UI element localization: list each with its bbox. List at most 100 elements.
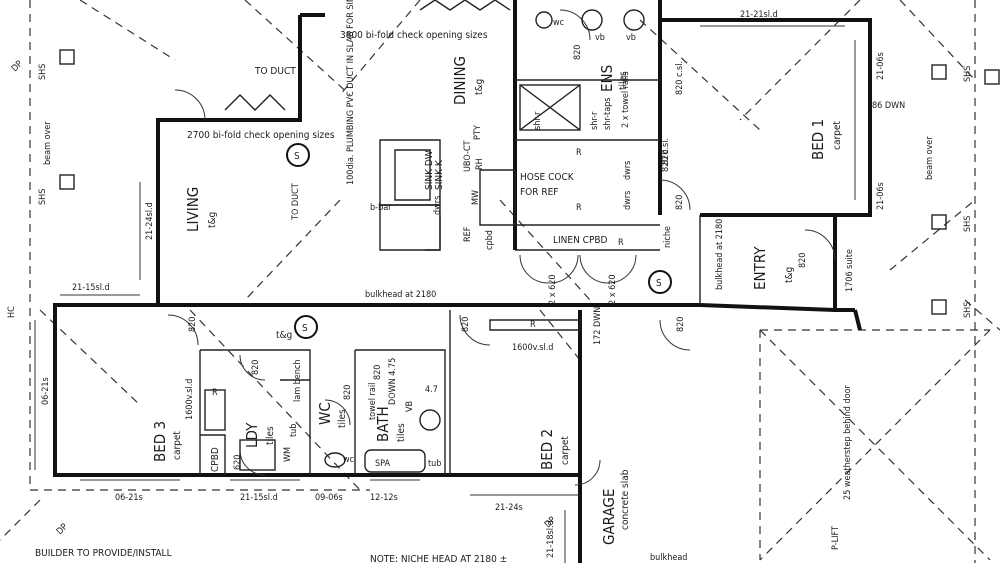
shs-label-2: SHS [38,189,48,205]
washing-machine: WM [283,447,293,462]
notes: 3800 bi-fold check opening sizes 2700 bi… [35,0,575,563]
hose-cock-2: FOR REF [520,187,558,198]
robe-rail-5: R [618,238,624,248]
beam-over-left: beam over [43,121,53,165]
linen-cupboard: LINEN CPBD [553,235,608,246]
shs-label-5: SHS [963,302,973,318]
mw-label: MW [471,190,481,205]
dwrs-label-2: dwrs [623,161,633,180]
cavity-slider-2: 820 c.sl. [661,138,671,172]
window-living: 21-24sl.d [145,202,155,240]
room-ens: ENS [598,65,616,92]
wc-ens: wc [553,18,564,28]
weatherstep-label: 25 weatherstep behind door [843,384,853,500]
room-bed2-floor: carpet [560,436,571,465]
room-bed1-floor: carpet [832,121,843,150]
dwrs-label-3: dwrs [623,191,633,210]
shower-rail-2: shr-r [590,111,600,130]
room-labels: LIVING t&g DINING t&g BED 1 carpet ENS t… [151,56,843,545]
switchboard-symbols [286,143,672,339]
door-swings [167,9,836,486]
door-2x620-2: 2 x 620 [608,274,618,305]
door-820-9: 820 [661,150,671,165]
s-symbol-3: S [656,278,662,289]
shs-label-3: SHS [963,66,973,82]
cpbd-small-label: cpbd [485,230,495,250]
step-down-2: 172 DWN [593,307,603,345]
shs-posts [59,49,1000,315]
cpbd-label: CPBD [210,447,221,472]
robe-rail-4: R [576,203,582,213]
fixture-labels: LINEN CPBD CPBD SINK DW SINK K dwrs dwrs… [210,18,905,563]
bifold-doors [224,0,511,111]
builder-note: BUILDER TO PROVIDE/INSTALL [35,548,172,559]
room-entry: ENTRY [751,246,769,290]
pty-label: PTY [473,125,483,140]
bulkhead-garage: bulkhead [650,553,687,563]
room-garage-floor: concrete slab [620,469,631,530]
door-820-5: 820 [573,45,583,60]
beam-over-right: beam over [925,136,935,180]
wc-bath: wc [343,455,354,465]
room-bath-floor: tiles [396,423,407,442]
room-bed3: BED 3 [151,421,169,462]
downpipe-1: DP [10,59,25,74]
room-ldy: LDY [243,422,261,448]
robe-rail-3: R [576,148,582,158]
ubo-ct-label: UBO-CT [463,140,473,172]
suite-label: 1706 suite [845,249,855,292]
door-820-4: 820 [675,195,685,210]
window-bed2: 21-24s [495,503,523,513]
cavity-slider-1: 820 c.sl. [675,61,685,95]
window-bed2-robe: 1600v.sl.d [512,343,553,353]
room-entry-floor: t&g [784,267,795,283]
robe-rail-1: R [530,320,536,330]
hose-cock-site: HC [7,306,17,318]
bulkhead-hall: bulkhead at 2180 [365,290,436,300]
door-820-6: 820 [251,360,261,375]
door-820-3: 820 [676,317,686,332]
window-bed3-side: 06-21s [41,377,51,405]
room-ldy-floor: tiles [265,426,276,445]
tub-label: tub [428,459,441,469]
door-2x620-1: 2 x 620 [548,274,558,305]
p-lift-label: P-LIFT [831,526,841,550]
window-bed3-robe: 1600v.sl.d [185,379,195,420]
niche-head-note: NOTE: NICHE HEAD AT 2180 ± [370,554,507,563]
bath-down: DOWN 4.75 [388,358,398,405]
breakfast-bar: b-bar [370,203,392,213]
towel-rails-ens: 2 x towel rails [621,71,631,128]
door-820-10: 820 [373,365,383,380]
door-620: 620 [233,455,243,470]
ref-label: REF [463,226,473,242]
door-labels: 820 820 820 820 820 820 820 820 820 820 … [188,45,808,470]
towel-rail-bath: towel rail [368,383,378,420]
bifold-top-note: 3800 bi-fold check opening sizes [340,30,488,41]
vanity-1: vb [595,33,605,43]
step-down-1: 86 DWN [872,101,905,111]
plumbing-note: 100dia. PLUMBING PVC DUCT IN SLAB FOR SI… [346,0,356,185]
robe-rail-2: R [212,388,218,398]
rh-label: RH [475,158,485,170]
window-hall: 21-15sl.d [72,283,110,293]
room-wc-floor: tiles [337,409,348,428]
sink-dw-label: SINK DW [424,150,435,190]
bifold-left-note: 2700 bi-fold check opening sizes [187,130,335,141]
site-labels: SHS SHS SHS SHS SHS beam over beam over … [7,59,973,537]
room-bath: BATH [374,406,392,442]
window-bed3-bottom: 06-21s [115,493,143,503]
s-symbol-2: S [302,323,308,334]
door-820-8: 820 [798,253,808,268]
bulkhead-entry: bulkhead at 2180 [715,219,725,290]
bath-47: 4.7 [425,385,438,395]
room-living-floor: t&g [207,212,218,228]
window-wc: 09-06s [315,493,343,503]
door-820-2: 820 [461,317,471,332]
room-garage: GARAGE [600,489,618,545]
to-duct-side: TO DUCT [291,183,301,221]
room-bed2: BED 2 [538,429,556,470]
laminate-bench: lam bench [293,359,303,402]
room-living: LIVING [184,187,202,232]
